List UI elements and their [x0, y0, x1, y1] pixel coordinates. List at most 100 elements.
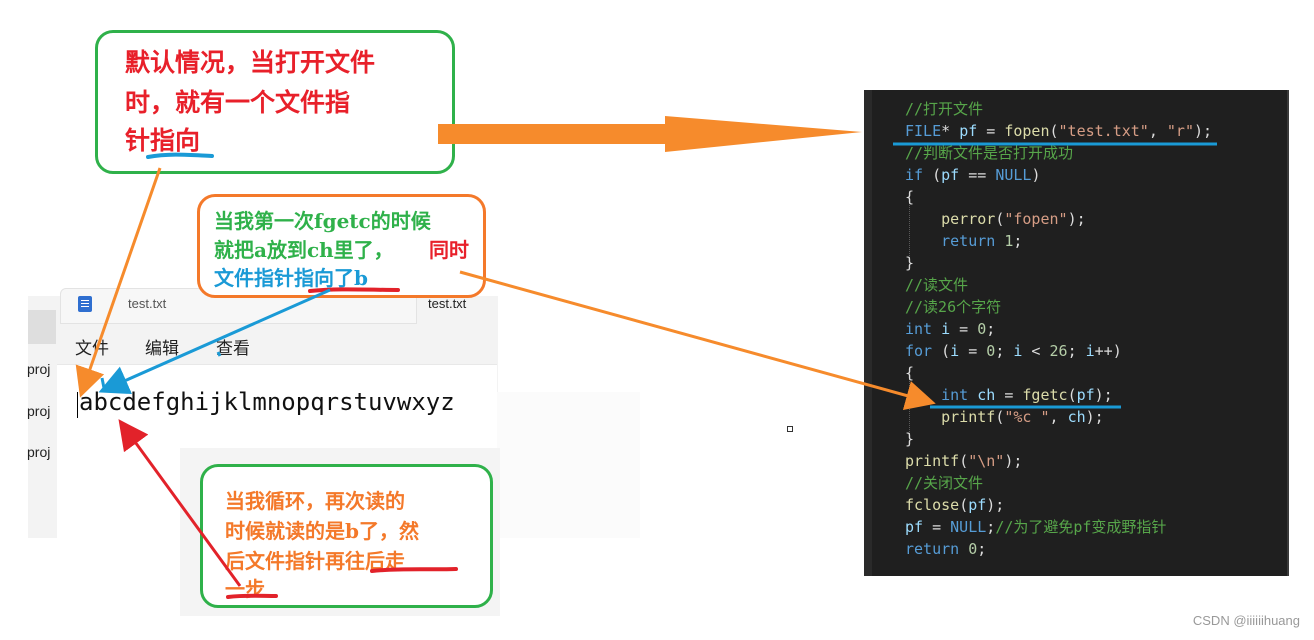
code-line: FILE* pf = fopen("test.txt", "r");	[905, 120, 1212, 142]
code-line: //读26个字符	[905, 296, 1001, 318]
code-token: );	[1094, 386, 1113, 404]
indent-guide-1	[909, 196, 910, 262]
code-token: );	[1194, 122, 1213, 140]
code-token: =	[959, 342, 987, 360]
code-line: {	[905, 362, 914, 384]
notepad-tab2-title[interactable]: test.txt	[428, 296, 467, 311]
code-token: <	[1022, 342, 1050, 360]
side-item-proj-1[interactable]: proj	[27, 361, 51, 377]
code-token: if	[905, 166, 924, 184]
side-item-proj-3[interactable]: proj	[27, 444, 51, 460]
code-token: ;	[986, 320, 996, 338]
code-line: printf("\n");	[905, 450, 1022, 472]
code-token: ==	[959, 166, 996, 184]
note-fgetc-line1: 当我第一次fgetc的时候	[214, 209, 431, 233]
code-token: );	[1085, 408, 1104, 426]
code-token: return	[905, 540, 960, 558]
note-default-pointer: 默认情况，当打开文件 时，就有一个文件指 针指向	[95, 30, 455, 174]
code-token: "fopen"	[1004, 210, 1068, 228]
arrow-loop-to-b	[118, 419, 242, 587]
code-token: ;	[977, 540, 987, 558]
code-token: //打开文件	[905, 100, 984, 118]
notepad-tab-title[interactable]: test.txt	[128, 296, 167, 311]
code-line: fclose(pf);	[905, 494, 1004, 516]
code-token: ;	[986, 518, 996, 536]
code-token: =	[950, 320, 978, 338]
note-first-fgetc: 当我第一次fgetc的时候 就把a放到ch里了， 同时 文件指针指向了b	[197, 194, 486, 298]
code-token: int	[905, 320, 933, 338]
note-fgetc-line2b: 同时	[429, 238, 469, 262]
code-token: i	[1085, 342, 1095, 360]
note-fgetc-line2a: 就把a放到ch里了，	[214, 238, 394, 262]
code-token: *	[941, 122, 960, 140]
big-orange-arrow	[438, 116, 862, 152]
underline-default-pointer	[146, 152, 214, 159]
code-line: //关闭文件	[905, 472, 983, 494]
note-default-line1: 默认情况，当打开文件	[125, 48, 376, 77]
blue-mark-left	[100, 377, 106, 389]
notepad-text-area-ext	[497, 392, 640, 538]
code-token: //关闭文件	[905, 474, 984, 492]
code-token: (	[1067, 386, 1077, 404]
note-loop-line1: 当我循环，再次读的	[225, 489, 405, 513]
notepad-left-strip	[28, 310, 56, 344]
notepad-content[interactable]: abcdefghijklmnopqrstuvwxyz	[79, 388, 455, 416]
code-token: pf	[941, 166, 960, 184]
code-token: 0	[977, 320, 987, 338]
code-token: 0	[968, 540, 978, 558]
code-token: NULL	[950, 518, 987, 536]
code-token: ch	[1067, 408, 1086, 426]
code-token: printf	[905, 452, 960, 470]
text-caret	[77, 392, 78, 418]
code-token: fopen	[1004, 122, 1050, 140]
code-token: //为了避免pf变成野指针	[995, 518, 1167, 536]
code-line: return 0;	[905, 538, 986, 560]
code-editor	[864, 90, 1287, 576]
code-token: for	[905, 342, 933, 360]
code-line: printf("%c ", ch);	[905, 406, 1104, 428]
code-token: fgetc	[1022, 386, 1068, 404]
code-token: {	[905, 364, 915, 382]
code-token: pf	[959, 122, 978, 140]
code-token: (	[923, 166, 942, 184]
code-token: //读文件	[905, 276, 969, 294]
code-token: (	[959, 496, 969, 514]
note-fgetc-line3: 文件指针指向了b	[214, 266, 368, 290]
code-token: pf	[968, 496, 987, 514]
code-token: ,	[1049, 408, 1068, 426]
menu-edit[interactable]: 编辑	[145, 339, 179, 359]
code-token: {	[905, 188, 915, 206]
code-editor-scrollbar[interactable]	[1287, 90, 1289, 576]
code-token: );	[1067, 210, 1086, 228]
arrow-fgetc-to-b	[98, 288, 331, 395]
code-token: FILE	[905, 122, 942, 140]
code-token: (	[995, 408, 1005, 426]
code-token: printf	[941, 408, 996, 426]
code-token: pf	[905, 518, 924, 536]
code-token: )	[1031, 166, 1041, 184]
code-token: =	[977, 122, 1005, 140]
code-token: //读26个字符	[905, 298, 1002, 316]
code-token: 0	[986, 342, 996, 360]
code-token: NULL	[995, 166, 1032, 184]
code-token: =	[995, 386, 1023, 404]
code-line: for (i = 0; i < 26; i++)	[905, 340, 1122, 362]
code-line: //判断文件是否打开成功	[905, 142, 1073, 164]
menu-file[interactable]: 文件	[75, 339, 109, 359]
code-line: int ch = fgetc(pf);	[905, 384, 1113, 406]
code-token: ;	[995, 342, 1014, 360]
code-token: fclose	[905, 496, 960, 514]
underline-points-to-b	[308, 287, 400, 293]
code-token: int	[941, 386, 969, 404]
code-token: (	[1049, 122, 1059, 140]
code-token: i	[950, 342, 960, 360]
code-line: if (pf == NULL)	[905, 164, 1040, 186]
side-item-proj-2[interactable]: proj	[27, 403, 51, 419]
menu-view[interactable]: 查看	[216, 339, 250, 359]
code-line: pf = NULL;//为了避免pf变成野指针	[905, 516, 1166, 538]
blue-mark-small	[216, 351, 222, 357]
code-line: }	[905, 252, 914, 274]
code-token: ;	[1013, 232, 1023, 250]
code-line: }	[905, 428, 914, 450]
